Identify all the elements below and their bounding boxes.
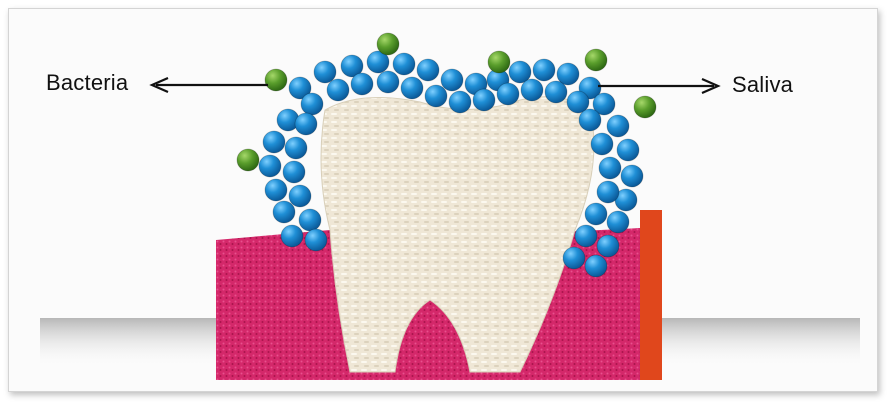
saliva-bead-icon xyxy=(597,181,619,203)
saliva-bead-icon xyxy=(263,131,285,153)
saliva-bead-icon xyxy=(621,165,643,187)
gum-edge xyxy=(640,210,662,380)
bacteria-bead-icon xyxy=(265,69,287,91)
saliva-bead-icon xyxy=(473,89,495,111)
saliva-bead-icon xyxy=(285,137,307,159)
saliva-bead-icon xyxy=(497,83,519,105)
saliva-bead-icon xyxy=(295,113,317,135)
saliva-bead-icon xyxy=(283,161,305,183)
bacteria-bead-icon xyxy=(585,49,607,71)
saliva-bead-icon xyxy=(417,59,439,81)
saliva-bead-icon xyxy=(351,73,373,95)
saliva-bead-icon xyxy=(401,77,423,99)
saliva-bead-icon xyxy=(579,109,601,131)
saliva-bead-icon xyxy=(425,85,447,107)
saliva-bead-icon xyxy=(259,155,281,177)
saliva-bead-icon xyxy=(607,115,629,137)
saliva-bead-icon xyxy=(377,71,399,93)
saliva-bead-icon xyxy=(575,225,597,247)
saliva-bead-icon xyxy=(441,69,463,91)
saliva-bead-icon xyxy=(281,225,303,247)
saliva-bead-icon xyxy=(273,201,295,223)
saliva-arrow xyxy=(598,79,718,93)
saliva-bead-icon xyxy=(305,229,327,251)
saliva-bead-icon xyxy=(599,157,621,179)
bacteria-label: Bacteria xyxy=(46,70,128,96)
saliva-bead-icon xyxy=(327,79,349,101)
saliva-bead-icon xyxy=(545,81,567,103)
saliva-bead-icon xyxy=(265,179,287,201)
saliva-bead-icon xyxy=(597,235,619,257)
saliva-bead-icon xyxy=(585,255,607,277)
bacteria-bead-icon xyxy=(377,33,399,55)
saliva-bead-icon xyxy=(301,93,323,115)
saliva-bead-icon xyxy=(521,79,543,101)
saliva-label: Saliva xyxy=(732,72,793,98)
saliva-bead-icon xyxy=(314,61,336,83)
saliva-bead-icon xyxy=(533,59,555,81)
saliva-bead-icon xyxy=(299,209,321,231)
bacteria-bead-icon xyxy=(634,96,656,118)
saliva-bead-icon xyxy=(449,91,471,113)
bacteria-bead-icon xyxy=(488,51,510,73)
saliva-bead-icon xyxy=(607,211,629,233)
saliva-bead-icon xyxy=(563,247,585,269)
saliva-bead-icon xyxy=(591,133,613,155)
bacteria-bead-icon xyxy=(237,149,259,171)
saliva-bead-icon xyxy=(289,185,311,207)
saliva-bead-icon xyxy=(585,203,607,225)
saliva-bead-icon xyxy=(617,139,639,161)
bacteria-arrow xyxy=(152,78,268,92)
saliva-bead-icon xyxy=(393,53,415,75)
